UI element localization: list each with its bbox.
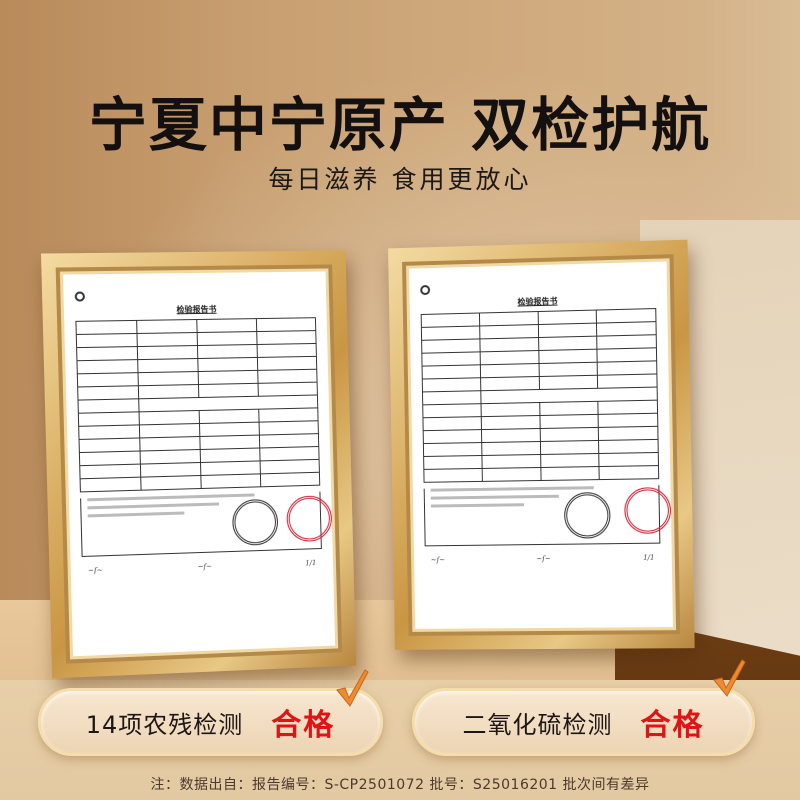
institute-logo-icon	[74, 291, 86, 302]
badge-label: 14项农残检测	[85, 710, 244, 739]
certificate-notes	[80, 491, 333, 557]
signature-icon: ~ſ~	[87, 566, 103, 575]
sulfur-dioxide-test-badge: 二氧化硫检测 合格	[412, 688, 755, 756]
pesticide-test-badge: 14项农残检测 合格	[38, 688, 383, 756]
badge-result: 合格	[640, 708, 705, 743]
certificate-page: 1/1	[643, 553, 655, 562]
signature-icon: ~ſ~	[536, 554, 551, 564]
certificate-table	[75, 317, 320, 492]
certificate-frame-right: 检验报告书 ~ſ~ ~ſ~ 1/1	[388, 239, 695, 650]
subheadline: 每日滋养 食用更放心	[268, 165, 532, 194]
badge-label: 二氧化硫检测	[462, 710, 613, 739]
certificate-signatures: ~ſ~ ~ſ~ 1/1	[82, 559, 322, 575]
certificate-signatures: ~ſ~ ~ſ~ 1/1	[425, 554, 661, 565]
headline: 宁夏中宁原产 双检护航	[88, 91, 712, 159]
signature-icon: ~ſ~	[197, 562, 212, 572]
check-mark-icon	[713, 659, 746, 697]
certificate-notes	[423, 485, 672, 547]
certificate-page: 1/1	[305, 559, 317, 568]
certificate-table	[421, 308, 660, 483]
certificate-title: 检验报告书	[176, 304, 217, 315]
inspection-seal-icon	[231, 498, 279, 546]
red-seal-icon	[286, 495, 333, 543]
certificate-header	[74, 286, 316, 303]
inspection-seal-icon	[563, 491, 611, 539]
institute-logo-icon	[420, 284, 431, 296]
red-seal-icon	[624, 487, 672, 534]
certificate-frame-left: 检验报告书 ~ſ~ ~ſ~ 1/1	[40, 250, 357, 679]
signature-icon: ~ſ~	[430, 556, 446, 565]
badge-result: 合格	[271, 708, 336, 743]
certificate-document: 检验报告书 ~ſ~ ~ſ~ 1/1	[55, 264, 343, 664]
certificate-document: 检验报告书 ~ſ~ ~ſ~ 1/1	[402, 254, 681, 636]
check-mark-icon	[336, 669, 369, 707]
report-footnote: 注：数据出自：报告编号：S-CP2501072 批号：S25016201 批次间…	[150, 777, 650, 793]
